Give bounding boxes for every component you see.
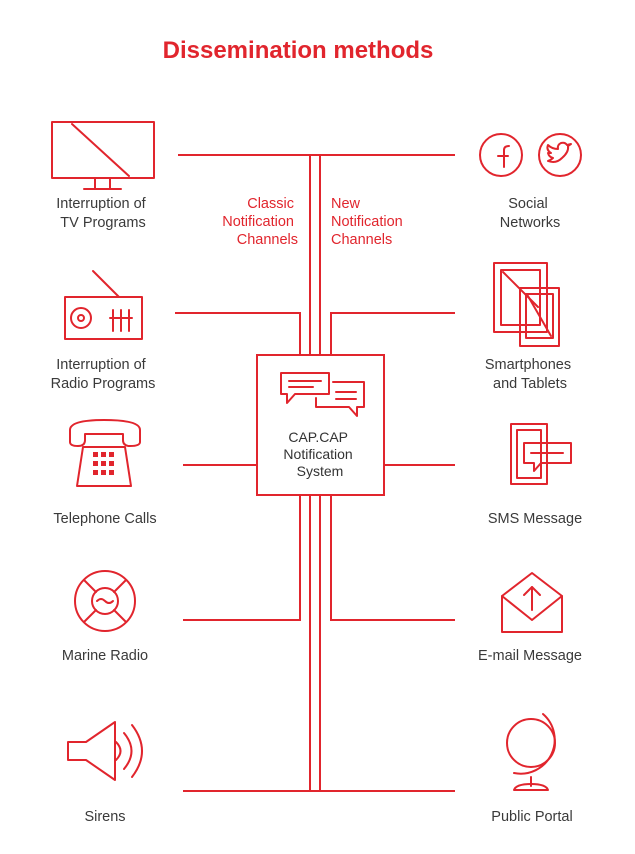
radio-connector [175,312,301,355]
classic-channels-label: Classic Notification Channels [222,196,298,248]
siren-icon [67,721,143,781]
portal-label: Public Portal [491,809,572,825]
sms-icon [510,423,572,485]
sms-label: SMS Message [488,511,582,527]
notification-system-box: CAP.CAP Notification System [256,354,385,496]
twitter-icon [538,133,582,177]
new-channels-label: New Notification Channels [331,196,407,248]
connector-lines [175,154,455,792]
marine-radio-icon [74,570,136,632]
page-title: Dissemination methods [163,37,434,64]
telephone-icon [69,419,141,487]
phone-label: Telephone Calls [53,511,156,527]
radio-label: Interruption of Radio Programs [51,357,156,392]
smartphone-tablet-icon [493,262,560,347]
social-label: Social Networks [500,196,560,231]
system-label: CAP.CAP Notification System [283,429,356,479]
facebook-icon [479,133,523,177]
tv-icon [51,121,155,190]
marine-label: Marine Radio [62,648,148,664]
email-icon [501,572,563,633]
sirens-label: Sirens [84,809,125,825]
marine-connector [183,495,301,621]
social-networks-icon [479,133,582,177]
radio-icon [64,270,143,340]
chat-bubbles-icon [280,372,365,417]
smartphones-connector [330,312,455,355]
globe-icon [506,713,556,791]
email-label: E-mail Message [478,648,582,664]
email-connector [330,495,455,621]
tv-label: Interruption of TV Programs [56,196,150,231]
smartphones-label: Smartphones and Tablets [485,357,575,392]
